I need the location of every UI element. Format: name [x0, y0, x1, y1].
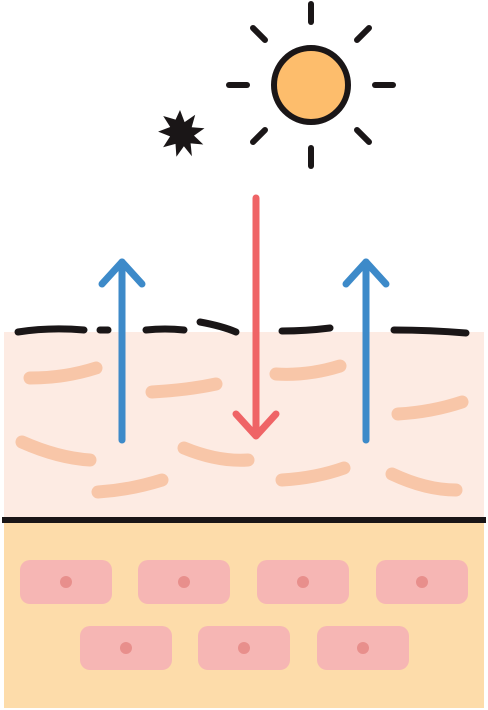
dermis-layer [4, 520, 484, 708]
epidermis-fiber [15, 435, 97, 467]
epidermis-fiber [91, 473, 169, 499]
epidermis-fiber [145, 377, 223, 399]
sun-icon [226, 1, 396, 169]
epidermis-fibers [15, 359, 469, 499]
dermis-background [4, 520, 484, 708]
skin-surface-line [14, 318, 470, 337]
reflected-ray-arrow-right [342, 258, 390, 444]
epidermis-fiber [269, 359, 347, 381]
incoming-ray-arrow [232, 194, 280, 440]
dermis-cell [20, 560, 112, 604]
dermis-cell [80, 626, 172, 670]
epidermis-fiber [275, 461, 351, 487]
epidermis-fiber [177, 441, 255, 467]
dermis-cell [257, 560, 349, 604]
dermis-cell [138, 560, 230, 604]
epidermis-fiber [385, 467, 463, 497]
dermis-cell [376, 560, 468, 604]
dermis-cells [20, 560, 468, 670]
reflected-ray-arrow-left [98, 258, 146, 444]
dermis-cell [198, 626, 290, 670]
dermis-cell [317, 626, 409, 670]
epidermis-fiber [391, 395, 469, 421]
starburst-icon [158, 110, 205, 157]
epidermis-fiber [23, 361, 103, 385]
